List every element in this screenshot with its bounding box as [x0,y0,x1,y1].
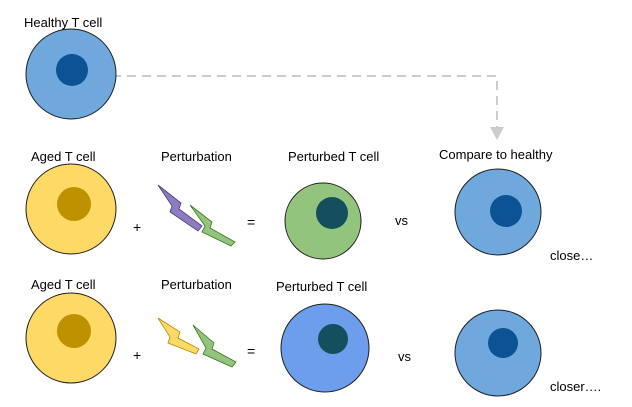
healthy-t-cell-label: Healthy T cell [24,15,103,30]
perturbation-label-2: Perturbation [161,277,232,292]
perturbation-label-1: Perturbation [161,149,232,164]
bolt-yellow-icon [157,317,200,355]
result-label-1: close… [550,248,594,263]
bolt-purple-icon [157,184,203,232]
aged-t-cell-label-1: Aged T cell [31,149,96,164]
plus-sign-1: + [133,219,142,235]
lightning-bolt-icon [157,317,237,368]
aged-t-cell-label-2: Aged T cell [31,277,96,292]
equals-sign-2: = [247,343,256,359]
healthy-compare-cell-1 [454,168,542,256]
healthy-compare-cell-2 [454,309,542,397]
perturbed-t-cell-label-1: Perturbed T cell [288,149,380,164]
healthy-t-cell [25,28,117,120]
compare-to-healthy-label: Compare to healthy [439,147,553,162]
bolt-green-icon [189,204,236,247]
perturbed-t-cell-2 [280,303,370,393]
perturbed-t-cell-1 [284,182,362,260]
equals-sign-1: = [247,214,256,230]
vs-label-1: vs [395,213,408,228]
plus-sign-2: + [133,347,142,363]
result-label-2: closer…. [550,379,602,394]
perturbed-t-cell-label-2: Perturbed T cell [276,279,368,294]
lightning-bolt-icon [157,184,236,247]
bolt-green-icon [192,324,237,368]
aged-t-cell-1 [25,163,117,255]
dashed-arrow [112,75,504,140]
aged-t-cell-2 [25,292,117,384]
vs-label-2: vs [398,349,411,364]
